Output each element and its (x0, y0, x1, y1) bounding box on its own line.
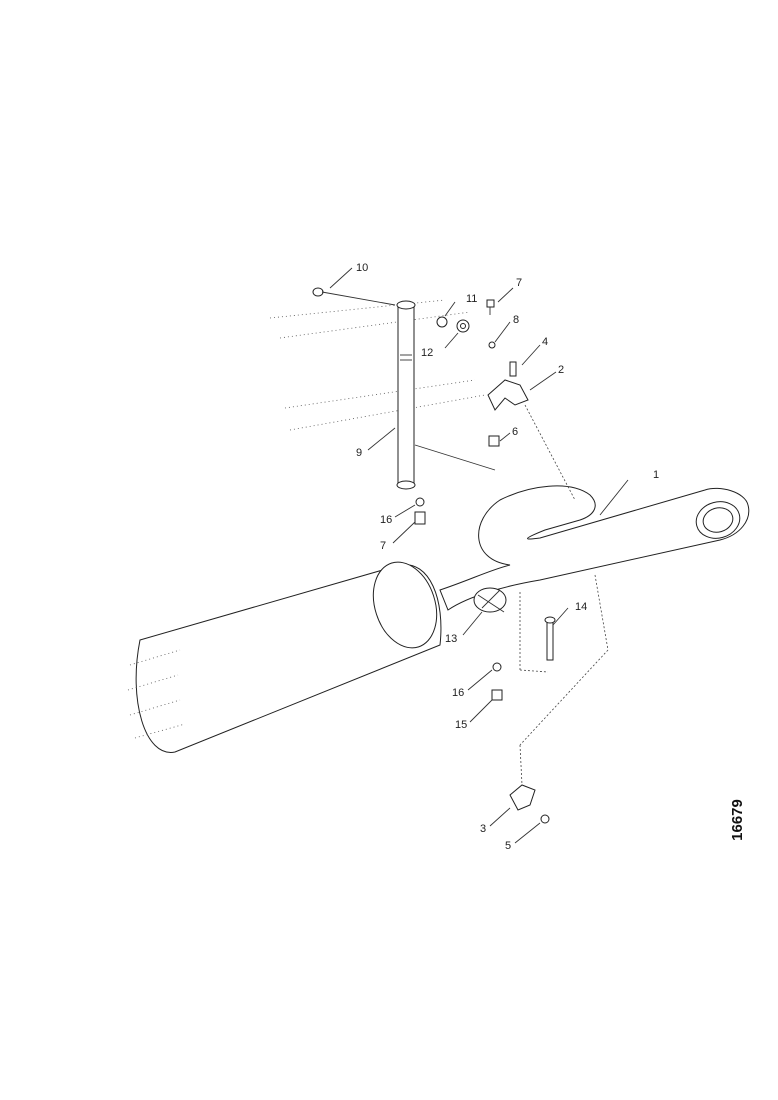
tailpipe (439, 485, 750, 611)
label-16: 16 (452, 687, 464, 699)
label-12: 12 (421, 347, 433, 359)
label-1: 1 (653, 469, 659, 481)
hanger-bar (396, 300, 496, 490)
frame-rails (269, 299, 486, 431)
hardware (312, 287, 556, 824)
muffler (127, 561, 442, 753)
label-7-bottom: 7 (380, 540, 386, 552)
label-6: 6 (512, 426, 518, 438)
label-14: 14 (575, 601, 587, 613)
clamp-13 (473, 587, 507, 613)
label-4: 4 (542, 336, 548, 348)
label-8-top: 8 (513, 314, 519, 326)
muffler-perforations (127, 649, 186, 739)
label-9: 9 (356, 447, 362, 459)
label-7-top: 7 (516, 277, 522, 289)
reference-number: 16679 (729, 799, 746, 841)
label-3: 3 (480, 823, 486, 835)
label-10: 10 (356, 262, 368, 274)
assembly-lines (519, 404, 609, 786)
label-15: 15 (455, 719, 467, 731)
label-13: 13 (445, 633, 457, 645)
label-11: 11 (466, 293, 477, 305)
label-5: 5 (505, 840, 511, 852)
leader-lines (329, 267, 629, 844)
callout-labels: 10 7 11 8 12 4 2 6 9 1 16 7 14 13 16 15 … (356, 262, 659, 852)
label-8-bottom: 16 (380, 514, 392, 526)
label-2: 2 (558, 364, 564, 376)
